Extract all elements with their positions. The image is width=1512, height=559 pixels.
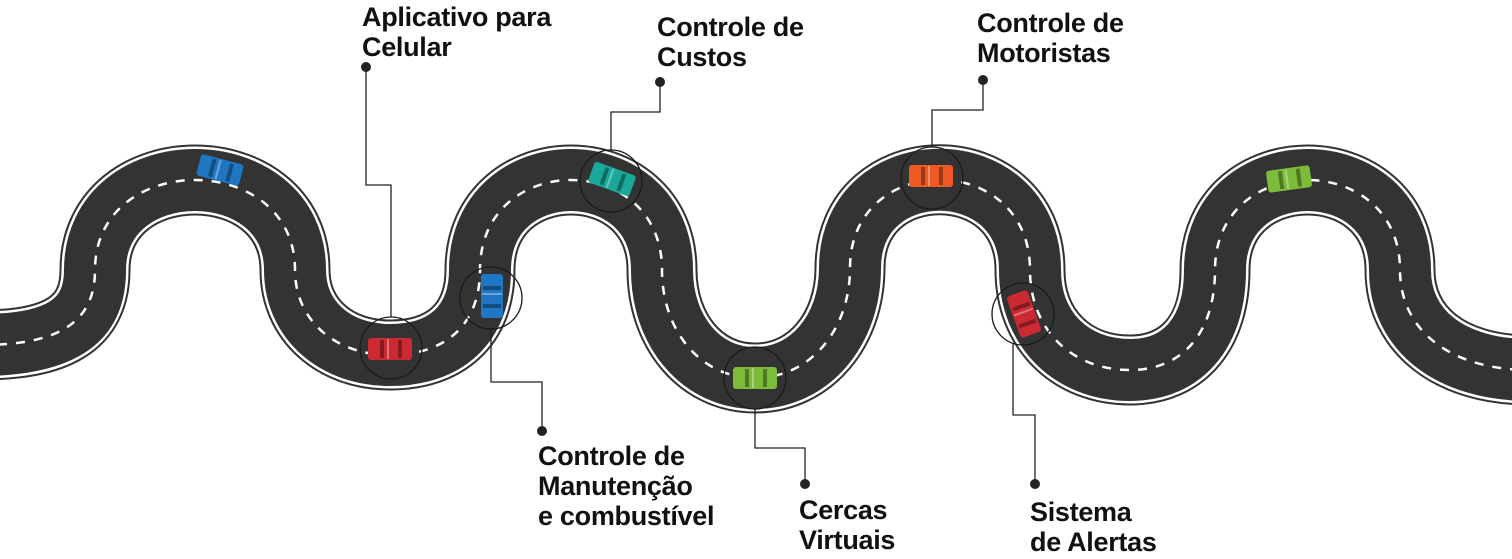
car-rear-window	[763, 369, 767, 387]
car-body	[481, 274, 503, 318]
label-aplicativo-celular: Aplicativo para Celular	[362, 2, 551, 62]
car-rear-window	[939, 167, 943, 185]
winding-road	[0, 144, 1512, 414]
highlight-ring	[579, 149, 643, 213]
car-custos	[588, 161, 636, 197]
highlight-ring	[459, 266, 523, 330]
connector-line	[754, 409, 806, 484]
car-body	[1006, 290, 1042, 338]
highlight-rings	[359, 146, 1055, 410]
car-cercas	[733, 367, 777, 389]
connector-line	[490, 329, 543, 431]
label-line: Celular	[362, 32, 452, 62]
car-windshield	[921, 167, 925, 185]
car-body	[196, 154, 244, 186]
label-controle-manutencao: Controle de Manutenção e combustível	[538, 441, 714, 531]
car-rear-window	[225, 163, 234, 182]
road-center-dashes	[0, 178, 1512, 380]
label-line: Controle de	[657, 12, 804, 42]
car-manutencao	[481, 274, 503, 318]
connector-dot	[655, 77, 665, 87]
car-roof-stripe	[482, 293, 502, 295]
car-windshield	[483, 286, 501, 290]
highlight-ring	[723, 346, 787, 410]
label-line: Manutenção	[538, 471, 693, 501]
car-body	[368, 338, 412, 360]
car-windshield	[1277, 170, 1285, 190]
car-body	[909, 165, 953, 187]
car-windshield	[745, 369, 749, 387]
highlight-ring	[900, 146, 964, 210]
car-body	[588, 161, 636, 197]
car-windshield	[380, 340, 384, 358]
car-blue-top	[196, 154, 244, 186]
car-rear-window	[616, 173, 627, 192]
car-windshield	[599, 167, 610, 186]
label-controle-motoristas: Controle de Motoristas	[977, 8, 1124, 68]
car-windshield	[1012, 301, 1031, 312]
label-line: Controle de	[538, 441, 685, 471]
car-windshield	[208, 158, 217, 178]
car-body	[733, 367, 777, 389]
label-line: de Alertas	[1030, 527, 1157, 557]
highlight-ring	[359, 316, 423, 380]
label-sistema-alertas: Sistema de Alertas	[1030, 497, 1157, 557]
car-roof-stripe	[605, 168, 615, 189]
connector-line	[365, 67, 392, 317]
label-line: Sistema	[1030, 497, 1132, 527]
road-asphalt	[0, 148, 1512, 409]
label-line: e combustível	[538, 501, 715, 531]
label-line: Controle de	[977, 8, 1124, 38]
label-line: Virtuais	[799, 525, 896, 555]
car-roof-stripe	[1013, 307, 1034, 317]
car-rear-window	[1295, 168, 1303, 187]
connector-dot	[800, 479, 810, 489]
car-rear-window	[398, 340, 402, 358]
connector-dot	[361, 62, 371, 72]
connector-line	[610, 82, 661, 150]
car-roof-stripe	[214, 159, 222, 180]
label-controle-custos: Controle de Custos	[657, 12, 804, 72]
car-rear-window	[483, 304, 501, 308]
car-app	[368, 338, 412, 360]
car-motoristas	[909, 165, 953, 187]
connector-dot	[537, 426, 547, 436]
cars	[196, 154, 1312, 389]
car-rear-window	[1018, 318, 1037, 329]
car-roof-stripe	[752, 368, 754, 388]
car-roof-stripe	[387, 339, 389, 359]
connector-line	[931, 80, 984, 147]
label-cercas-virtuais: Cercas Virtuais	[799, 495, 895, 555]
car-alertas	[1006, 290, 1042, 338]
highlight-ring	[991, 282, 1055, 346]
connector-line	[1012, 344, 1036, 484]
label-line: Cercas	[799, 495, 888, 525]
label-line: Motoristas	[977, 38, 1111, 68]
car-roof-stripe	[928, 166, 930, 186]
connector-dot	[1030, 479, 1040, 489]
label-line: Aplicativo para	[362, 2, 552, 32]
label-line: Custos	[657, 42, 747, 72]
connectors	[361, 62, 1040, 489]
car-body	[1266, 165, 1312, 193]
car-roof-stripe	[1284, 169, 1290, 190]
connector-dot	[978, 75, 988, 85]
car-green-right	[1266, 165, 1312, 193]
